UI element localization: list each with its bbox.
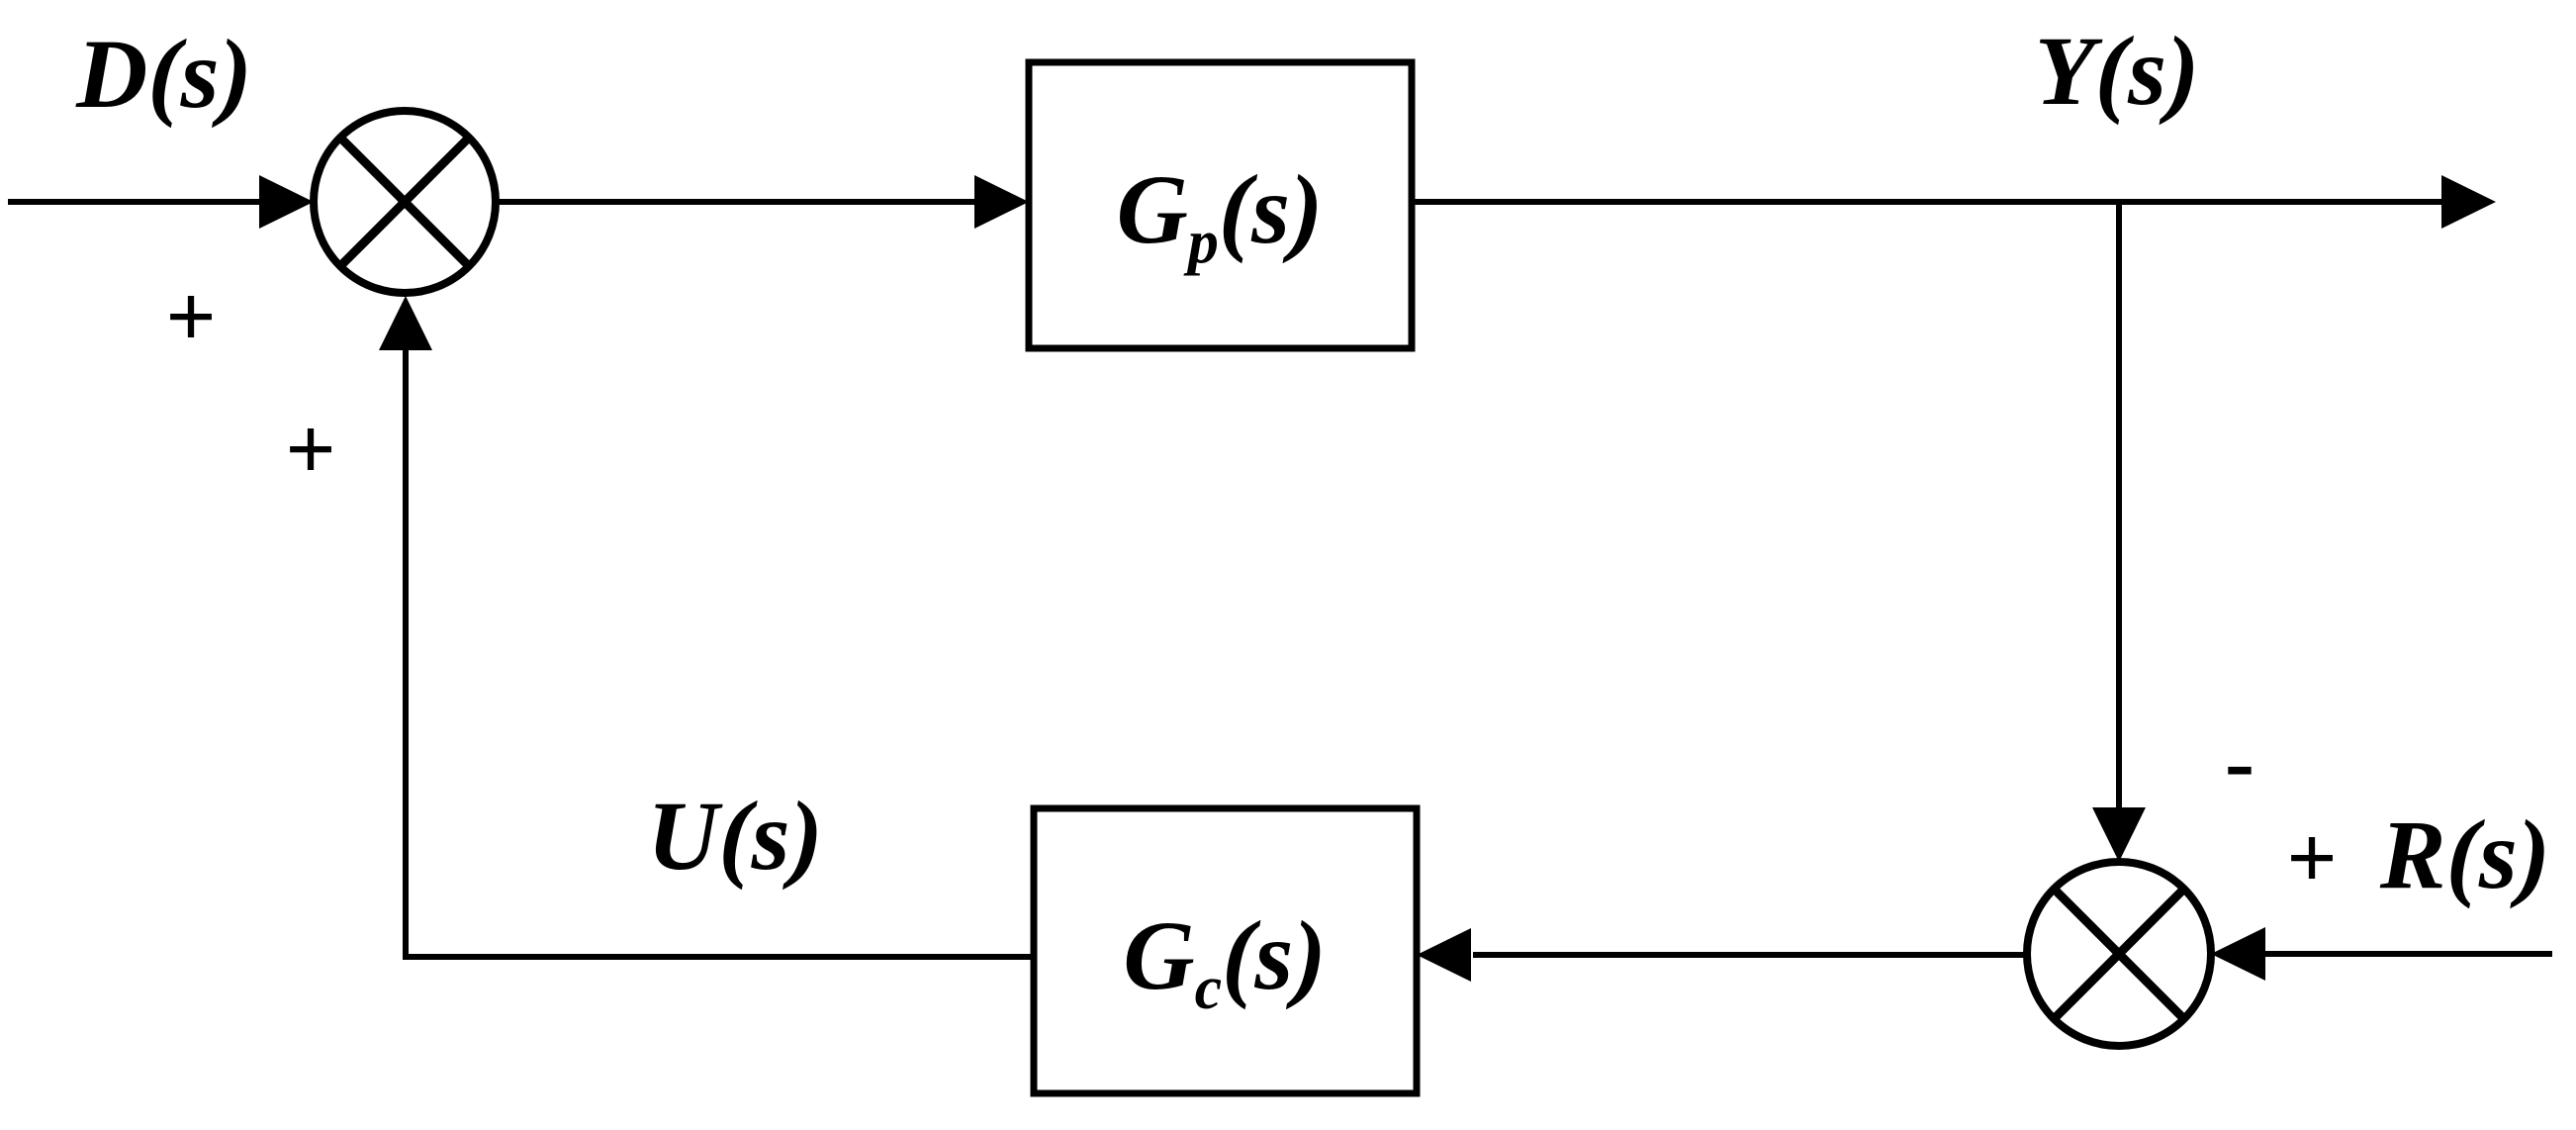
output-signal-label: Y(s) [2035,16,2200,126]
output-arrowhead-icon [2441,175,2496,229]
junction2-top-arrowhead-icon [2092,807,2146,862]
summing-junction-1-x-stroke [336,134,473,270]
disturbance-arrowhead-icon [259,175,314,229]
control-signal-label: U(s) [647,781,823,891]
junction1-left-plus-sign: + [165,268,216,366]
junction2-minus-sign: - [2225,713,2254,811]
junction1-bottom-plus-sign: + [285,401,335,499]
disturbance-signal-label: D(s) [75,19,252,129]
feedback-return-wire [403,348,1034,960]
controller-block: Gc(s) [1030,804,1421,1097]
reference-arrowhead-icon [2211,927,2265,981]
summing-junction-2 [2023,858,2215,1050]
plant-block-label: Gp(s) [1117,154,1324,276]
plant-block: Gp(s) [1025,58,1416,352]
junction1-bottom-arrowhead-icon [379,296,432,350]
plant-block-rect [1025,58,1416,352]
controller-block-label: Gc(s) [1123,900,1326,1022]
junction2-plus-sign: + [2286,809,2337,907]
plant-input-arrowhead-icon [974,175,1029,229]
controller-block-rect [1030,804,1421,1097]
summing-junction-1 [310,107,500,297]
summing-junction-2-x-stroke [2050,885,2188,1023]
controller-input-arrowhead-icon [1417,928,1471,982]
reference-signal-label: R(s) [2379,800,2550,909]
